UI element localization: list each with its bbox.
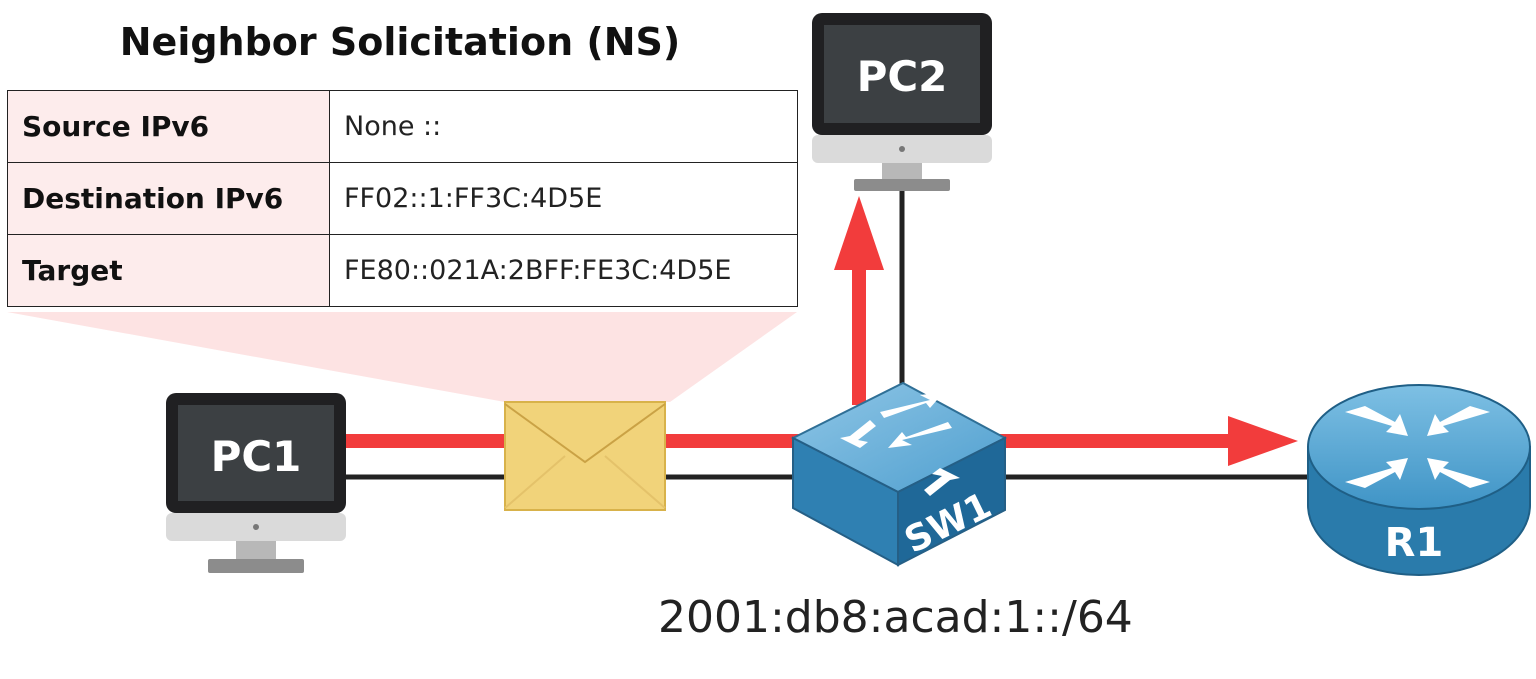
pc2-label: PC2 <box>857 52 948 101</box>
diagram-title: Neighbor Solicitation (NS) <box>119 20 681 64</box>
frame-arrow-to-r1-head <box>1228 416 1298 466</box>
callout-wedge <box>7 312 797 402</box>
target-value: FE80::021A:2BFF:FE3C:4D5E <box>329 234 798 307</box>
switch-arrows-icon <box>840 392 960 496</box>
table-row: Target FE80::021A:2BFF:FE3C:4D5E <box>7 234 798 307</box>
source-ipv6-label: Source IPv6 <box>7 90 330 163</box>
envelope-icon <box>504 401 666 511</box>
router-label: R1 <box>1385 520 1444 566</box>
ns-packet-table: Source IPv6 None :: Destination IPv6 FF0… <box>7 90 798 307</box>
router-device: R1 <box>1307 384 1531 576</box>
router-arrows-icon <box>1345 406 1490 488</box>
table-row: Source IPv6 None :: <box>7 90 798 163</box>
table-row: Destination IPv6 FF02::1:FF3C:4D5E <box>7 162 798 235</box>
source-ipv6-value: None :: <box>329 90 798 163</box>
target-label: Target <box>7 234 330 307</box>
destination-ipv6-label: Destination IPv6 <box>7 162 330 235</box>
pc2-device: PC2 <box>812 13 992 191</box>
switch-device: SW1 <box>790 381 1008 567</box>
destination-ipv6-value: FF02::1:FF3C:4D5E <box>329 162 798 235</box>
subnet-label: 2001:db8:acad:1::/64 <box>658 592 1133 643</box>
pc1-device: PC1 <box>166 393 346 573</box>
frame-arrow-to-pc2-head <box>834 196 884 270</box>
pc1-label: PC1 <box>211 432 302 481</box>
